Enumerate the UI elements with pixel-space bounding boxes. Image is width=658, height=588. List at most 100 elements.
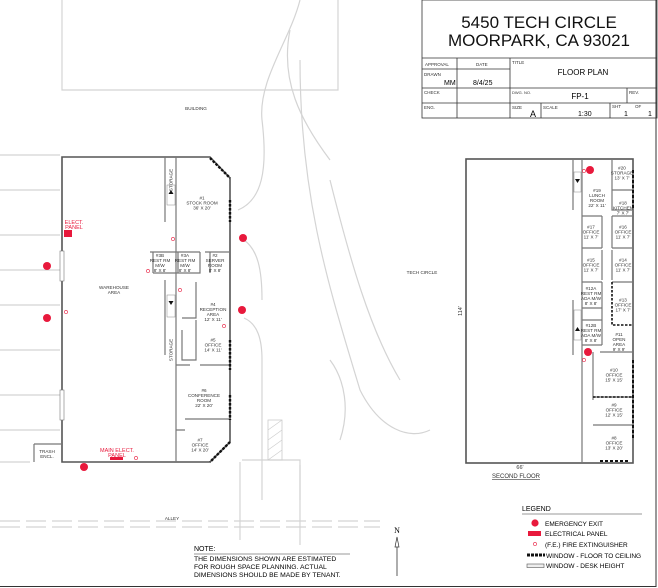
main-elect-panel-label-1: MAIN ELECT. [100,448,134,454]
dwg-label: DWG. NO. [512,90,531,95]
room-label-line: #19 [593,188,601,193]
scale-label: SCALE [543,105,558,110]
window-desk-height-icon [526,563,545,568]
address-line-2: MOORPARK, CA 93021 [448,31,630,50]
room-label-line: REST RM [581,328,602,333]
room-label-line: SERVER [206,258,225,263]
room-label-line: #12B [586,323,597,328]
room-label-line: 22' X 20' [195,403,213,408]
electrical-panel-icon [64,230,72,237]
room-label-line: M/W [155,263,165,268]
room-label-line: KITCHEN [613,206,633,211]
note-line-2: FOR ROUGH SPACE PLANNING. ACTUAL [194,564,327,571]
room-label-line: OFFICE [583,230,600,235]
emergency-exit-icon [586,166,594,174]
fire-extinguisher-icon [178,288,182,292]
room-label-line: ADA M/W [581,296,602,301]
room-label-line: #13 [619,298,627,303]
north-label: N [394,526,400,535]
room-label: STORAGE [169,339,174,361]
fire-extinguisher-icon [134,456,138,460]
room-label-line: #16 [619,225,627,230]
street-label: TECH CIRCLE [407,270,438,275]
room-label-line: 11' X 7' [616,235,631,240]
room-label-line: 8' X 8' [179,268,192,273]
room-label-line: #10 [610,368,618,373]
room-label-line: #1 [199,196,205,201]
room-label-line: 8' X 8' [585,301,598,306]
room-label-line: 12' X 15' [605,413,623,418]
note: NOTE: THE DIMENSIONS SHOWN ARE ESTIMATED… [194,546,350,579]
room-label-line: OFFICE [615,303,632,308]
room-label-line: 14' X 11' [204,348,221,353]
room-label-line: M/W [180,263,190,268]
room-label-line: OFFICE [192,443,209,448]
room-label-line: 11' X 7' [616,268,631,273]
length-dimension: 114' [458,306,464,316]
second-floor-plan [465,158,634,464]
room-label-line: WAREHOUSE [99,285,129,290]
room-label-line: #6 [201,388,207,393]
room-label-line: LUNCH [589,193,605,198]
emergency-exit-icon [43,314,51,322]
room-label-line: #5 [210,338,216,343]
room-label-line: ADA M/W [581,333,602,338]
room-label-line: 36' X 20' [193,206,211,211]
room-label-line: #17 [587,225,595,230]
room-label-line: 12' X 11' [204,317,221,322]
room-label-line: STORAGE [611,171,633,176]
room-label-line: OFFICE [205,343,222,348]
sht-value: 1 [624,111,628,118]
emergency-exit-icon [238,306,246,314]
approval-label: APPROVAL [425,62,449,67]
fire-extinguishers [64,169,586,460]
room-label-line: 14' X 20' [191,448,209,453]
emergency-exit-icon [80,463,88,471]
trash-label-1: TRASH [39,449,55,454]
check-label: CHECK [424,90,440,95]
rev-label: REV. [629,90,639,95]
alley-label: ALLEY [165,516,179,521]
fire-extinguisher-icon [171,237,175,241]
room-label-line: ROOM [197,398,211,403]
title-label: TITLE [512,60,524,65]
note-line-1: THE DIMENSIONS SHOWN ARE ESTIMATED [194,556,336,563]
width-dimension: 66' [516,465,523,471]
room-label-line: AREA [613,342,626,347]
note-heading: NOTE: [194,546,215,553]
room-label-line: 11' X 7' [584,268,599,273]
main-electrical-panel-icon [110,457,123,460]
fire-extinguisher-icon [146,269,150,273]
building-label: BUILDING [185,106,207,111]
room-label-line: 11' X 7' [584,235,599,240]
room-label-line: AREA [207,312,220,317]
room-label-line: 13' X 20' [605,446,623,451]
room-label-line: #2 [212,253,218,258]
emergency-exit-icon [43,262,51,270]
fire-extinguisher-icon [64,310,68,314]
room-label-line: OFFICE [615,230,632,235]
dwg-value: FP-1 [571,92,589,101]
room-label-line: REST RM [150,258,171,263]
address-line-1: 5450 TECH CIRCLE [461,13,617,32]
room-label-line: OFFICE [606,441,623,446]
room-label-line: OFFICE [606,408,623,413]
